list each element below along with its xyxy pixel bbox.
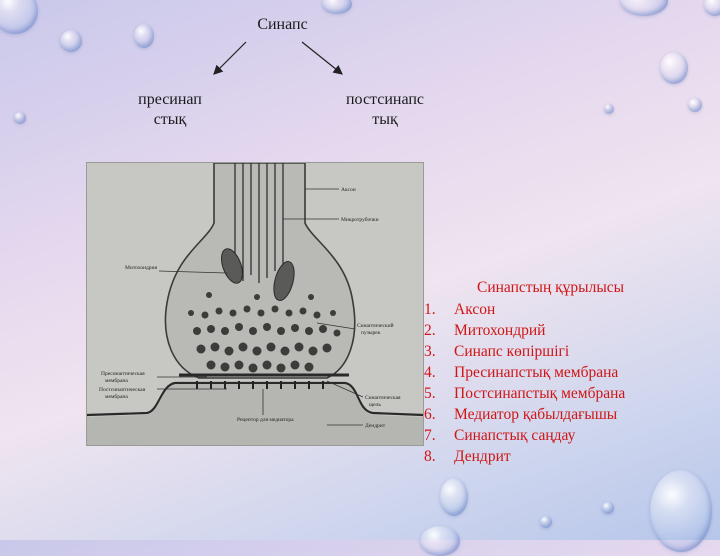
water-drop [704,0,720,16]
water-drop [660,52,688,84]
postsynaptic-membrane [87,381,423,417]
legend-item-num: 3. [424,343,436,360]
legend-item-text: Медиатор қабылдағышы [454,406,618,423]
water-drop [540,516,552,528]
legend-item-text: Синапстық саңдау [454,427,576,444]
presynaptic-label: пресинап стық [105,90,235,130]
postsynaptic-label-line2: тық [372,111,398,128]
water-drop [14,112,26,124]
legend-item: 1. Аксон [412,299,712,320]
leader-mitochondria [158,270,228,274]
receptors [196,381,324,389]
legend-item-text: Синапс көпіршігі [454,343,570,360]
legend-item-num: 7. [424,427,436,444]
leader-vesicles [316,322,356,330]
water-drop [322,0,352,14]
postsynaptic-label: постсинапс тық [320,90,450,130]
branch-arrows [213,41,343,75]
arrow-right [301,41,343,75]
legend-item-num: 4. [424,364,436,381]
slide-title: Синапс [257,16,308,33]
legend-item-text: Аксон [454,301,496,318]
synapse-diagram: Аксон Микротрубочки Митохондрия Синаптич… [86,162,424,446]
label-cleft-2: щель [369,402,381,408]
legend-item: 2. Митохондрий [412,320,712,341]
legend-item-num: 6. [424,406,436,423]
microtubules [234,163,284,283]
presynaptic-label-line2: стық [153,111,187,128]
synapse-illustration: Аксон Микротрубочки Митохондрия Синаптич… [87,163,423,445]
postsynaptic-label-line1: постсинапс [345,91,425,108]
label-microtubules: Микротрубочки [341,216,379,223]
legend-list: 1. Аксон 2. Митохондрий 3. Синапс көпіршігі… [412,299,712,467]
water-drop [620,0,668,16]
label-cleft-1: Синаптическая [365,395,401,401]
label-axon: Аксон [341,187,356,193]
legend-item: 6. Медиатор қабылдағышы [412,404,712,425]
mitochondria [221,248,295,301]
legend-item: 8. Дендрит [412,446,712,467]
arrow-left [213,41,247,75]
legend-item-num: 2. [424,322,436,339]
water-drop [650,470,712,552]
legend: Синапстың құрылысы 1. Аксон 2. Митохондрий… [412,277,712,467]
legend-item: 4. Пресинапстық мембрана [412,362,712,383]
water-drop [134,24,154,48]
legend-item-text: Пресинапстық мембрана [454,364,619,381]
legend-title: Синапстың құрылысы [477,279,625,296]
presynaptic-label-line1: пресинап [138,91,202,108]
label-presynaptic-2: мембрана [105,377,128,384]
water-drop [688,98,702,112]
legend-item: 5. Постсинапстық мембрана [412,383,712,404]
legend-item: 7. Синапстық саңдау [412,425,712,446]
legend-item-text: Митохондрий [454,322,546,339]
axon-terminal [164,163,356,379]
label-mitochondria: Митохондрия [125,265,158,271]
legend-item-num: 1. [424,301,436,318]
legend-item-text: Постсинапстық мембрана [454,385,626,402]
label-receptor: Рецептор для медиатора [237,417,294,423]
legend-item-text: Дендрит [454,448,511,465]
label-vesicles-1: Синаптический [357,322,394,329]
label-vesicles-2: пузырек [361,330,381,336]
dendrite [87,385,423,445]
label-postsynaptic-2: мембрана [105,393,128,400]
synaptic-vesicles [188,292,341,373]
legend-item-num: 8. [424,448,436,465]
water-drop [60,30,82,52]
label-postsynaptic-1: Постсинаптическая [99,387,146,393]
label-presynaptic-1: Пресинаптическая [101,371,145,377]
leader-cleft [326,380,364,398]
legend-item: 3. Синапс көпіршігі [412,341,712,362]
legend-item-num: 5. [424,385,436,402]
label-dendrite: Дендрит [365,423,386,429]
water-drop [602,502,614,514]
water-drop [440,478,468,516]
water-drop [604,104,614,114]
